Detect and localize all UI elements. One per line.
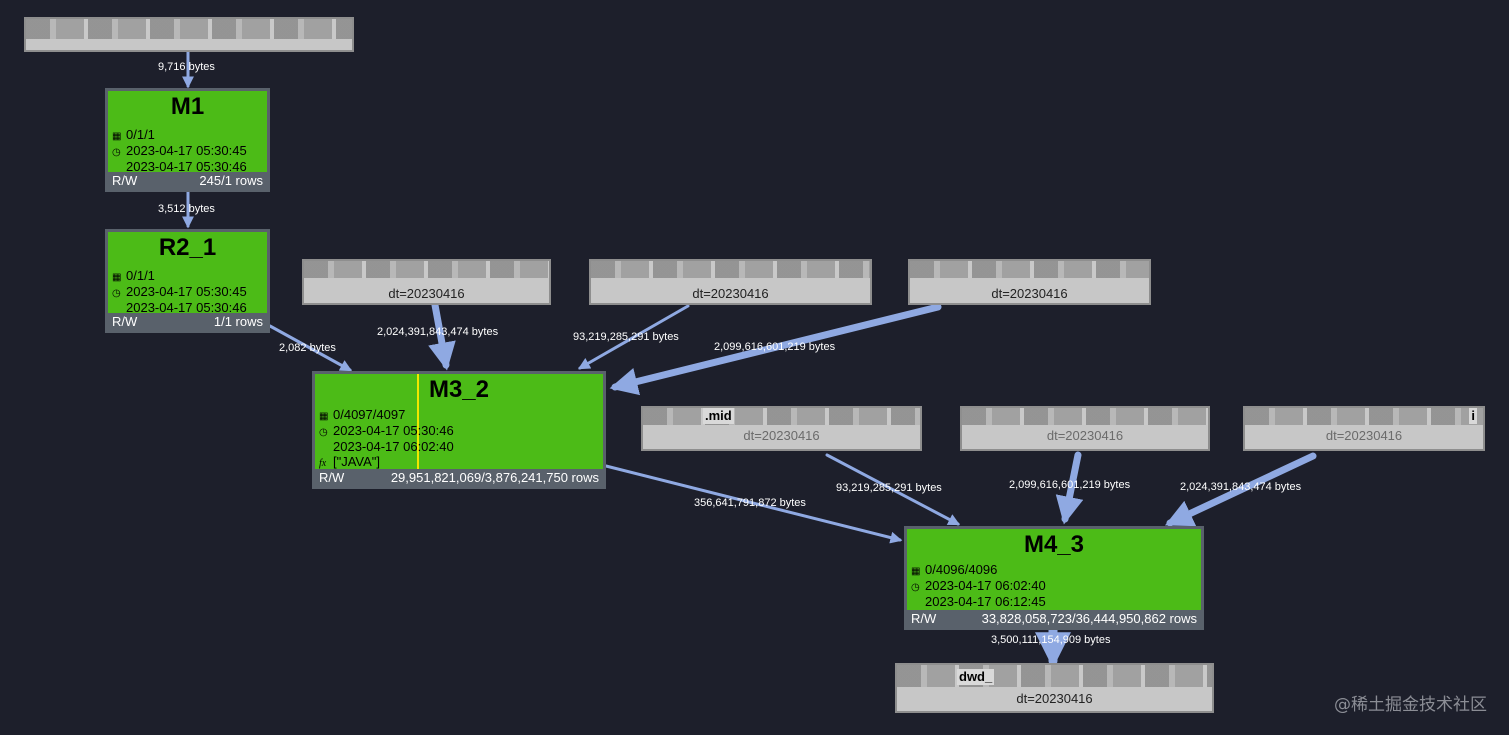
clock-icon: ◷ (112, 288, 121, 299)
clock-icon: ◷ (319, 427, 328, 438)
process-node-m1[interactable]: M1 ▦ 0/1/1 ◷ 2023-04-17 05:30:45 2023-04-1… (105, 88, 270, 192)
edge-label-e9: 2,099,616,601,219 bytes (1009, 479, 1131, 491)
progress-divider (417, 374, 419, 470)
node-end-time: 2023-04-17 06:12:45 (925, 594, 1046, 609)
masked-table-name (1245, 408, 1483, 425)
node-end-time: 2023-04-17 05:30:46 (126, 300, 247, 315)
masked-table-name (26, 19, 352, 39)
partition-label: dt=20230416 (388, 286, 465, 301)
process-node-r2-1[interactable]: R2_1 ▦ 0/1/1 ◷ 2023-04-17 05:30:45 2023-04… (105, 229, 270, 333)
instances-icon: ▦ (319, 411, 329, 422)
edge-label-e6: 2,099,616,601,219 bytes (714, 341, 836, 353)
node-start-time: 2023-04-17 05:30:45 (126, 284, 247, 299)
node-footer: R/W 245/1 rows (108, 172, 267, 189)
edge-r2-m3 (268, 324, 353, 372)
partition-label: dt=20230416 (692, 286, 769, 301)
edge-srcd-m4 (825, 453, 961, 526)
edge-label-e3: 2,082 bytes (279, 342, 336, 354)
node-functions: ["JAVA"] (333, 454, 381, 469)
rw-label: R/W (319, 470, 345, 485)
edge-label-e7: 356,641,791,872 bytes (694, 497, 806, 509)
edge-label-e2: 3,512 bytes (158, 203, 215, 215)
node-instances: 0/1/1 (126, 268, 155, 283)
node-end-time: 2023-04-17 05:30:46 (126, 159, 247, 174)
node-end-time: 2023-04-17 06:02:40 (333, 439, 454, 454)
source-table-e[interactable]: dt=20230416 (960, 406, 1210, 451)
row-count: 29,951,821,069/3,876,241,750 rows (390, 470, 599, 485)
edge-label-e4: 2,024,391,843,474 bytes (377, 326, 499, 338)
masked-table-name (897, 665, 1212, 687)
edge-srcb-m3 (577, 304, 690, 370)
node-start-time: 2023-04-17 05:30:45 (126, 143, 247, 158)
masked-table-name (591, 261, 870, 278)
edge-label-e11: 3,500,111,154,909 bytes (991, 634, 1111, 646)
masked-table-name (304, 261, 549, 278)
row-count: 1/1 rows (213, 314, 263, 329)
rw-label: R/W (911, 611, 937, 626)
node-instances: 0/1/1 (126, 127, 155, 142)
table-name: .mid (703, 408, 734, 424)
source-table-c[interactable]: dt=20230416 (908, 259, 1151, 305)
partition-label: dt=20230416 (991, 286, 1068, 301)
source-table-b[interactable]: dt=20230416 (589, 259, 872, 305)
node-footer: R/W 33,828,058,723/36,444,950,862 rows (907, 610, 1201, 627)
edge-label-e1: 9,716 bytes (158, 61, 215, 73)
sink-table[interactable]: dwd_ dt=20230416 (895, 663, 1214, 713)
edge-m3-m4 (604, 464, 903, 544)
node-title: M1 (170, 93, 205, 120)
node-instances: 0/4096/4096 (925, 562, 998, 577)
function-icon: fx (319, 458, 327, 469)
source-table-d[interactable]: .mid dt=20230416 (641, 406, 922, 451)
node-start-time: 2023-04-17 05:30:46 (333, 423, 454, 438)
clock-icon: ◷ (112, 147, 121, 158)
node-title: R2_1 (158, 234, 217, 261)
partition-label: dt=20230416 (1046, 428, 1124, 443)
edge-label-e5: 93,219,285,291 bytes (573, 331, 679, 343)
instances-icon: ▦ (112, 131, 122, 142)
node-footer: R/W 29,951,821,069/3,876,241,750 rows (315, 469, 603, 486)
row-count: 33,828,058,723/36,444,950,862 rows (981, 611, 1197, 626)
edge-srca-m3 (428, 301, 456, 371)
edge-srce-m4 (1055, 451, 1084, 525)
process-node-m4-3[interactable]: M4_3 ▦ 0/4096/4096 ◷ 2023-04-17 06:02:40 2… (904, 526, 1204, 630)
source-table-top[interactable] (24, 17, 354, 52)
row-count: 245/1 rows (199, 173, 263, 188)
source-table-f[interactable]: i dt=20230416 (1243, 406, 1485, 451)
edge-srcf-m4 (1164, 452, 1317, 527)
masked-table-name (910, 261, 1149, 278)
partition-label: dt=20230416 (1325, 428, 1403, 443)
edge-label-e10: 2,024,391,843,474 bytes (1180, 481, 1302, 493)
table-name: dwd_ (957, 669, 995, 685)
rw-label: R/W (112, 173, 138, 188)
process-node-m3-2[interactable]: M3_2 ▦ 0/4097/4097 ◷ 2023-04-17 05:30:46 2… (312, 371, 606, 489)
clock-icon: ◷ (911, 582, 920, 593)
edge-srcc-m3 (609, 303, 942, 396)
masked-table-name (962, 408, 1208, 425)
table-name: i (1469, 408, 1477, 424)
node-title: M4_3 (1023, 531, 1085, 558)
partition-label: dt=20230416 (743, 428, 820, 443)
instances-icon: ▦ (911, 566, 921, 577)
node-instances: 0/4097/4097 (333, 407, 406, 422)
node-start-time: 2023-04-17 06:02:40 (925, 578, 1046, 593)
instances-icon: ▦ (112, 272, 122, 283)
node-footer: R/W 1/1 rows (108, 313, 267, 330)
rw-label: R/W (112, 314, 138, 329)
partition-label: dt=20230416 (1016, 691, 1093, 706)
masked-table-name (643, 408, 920, 425)
source-table-a[interactable]: dt=20230416 (302, 259, 551, 305)
edge-label-e8: 93,219,285,291 bytes (836, 482, 942, 494)
watermark: @稀土掘金技术社区 (1334, 695, 1487, 715)
node-title: M3_2 (428, 376, 490, 403)
